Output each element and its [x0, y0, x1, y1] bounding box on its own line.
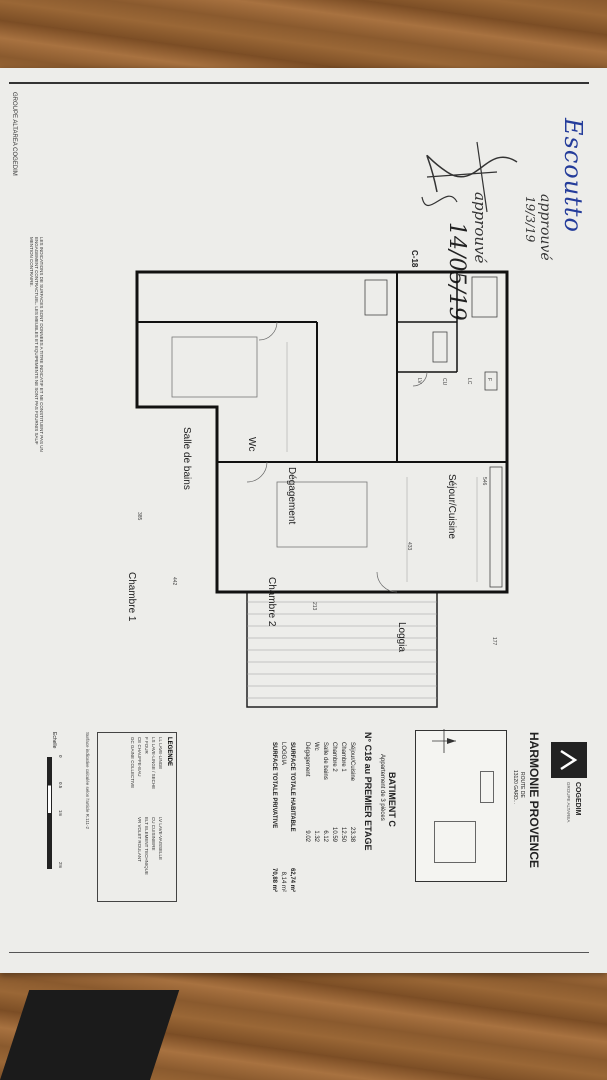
- bed-chambre1: [171, 336, 258, 398]
- legend-item: GC GAINE COLLECTIVE: [130, 737, 135, 789]
- scale-bar: [47, 757, 52, 869]
- shadow: [0, 990, 180, 1080]
- compass-icon: [432, 729, 456, 753]
- footer-text: GROUPE ALTAREA COGEDIM: [11, 92, 17, 176]
- signature-scribble: [421, 141, 518, 213]
- room-label-wc: Wc: [246, 437, 257, 452]
- legend-item: CU CUISINIERE: [151, 817, 156, 851]
- room-label-loggia: Loggia: [396, 622, 407, 653]
- scale-label: Echelle: [51, 732, 57, 749]
- room-label-chambre2: Chambre 2: [266, 577, 277, 627]
- scale-tick-2: 1m: [58, 810, 63, 817]
- room-label-sejour: Séjour/Cuisine: [446, 474, 457, 540]
- legend-item: LL LAVE-LINGE: [158, 737, 163, 770]
- legend-item: CE CHAUFFE-EAU: [137, 737, 142, 777]
- legend-item: ELT ELEMENT TECHNIQUE: [144, 817, 149, 875]
- room-label-chambre1: Chambre 1: [126, 572, 137, 622]
- legend-item: VR VOLET ROULANT: [137, 817, 142, 862]
- floor-plan-document: Escoutto approuvé 19/3/19 approuvé 14/05…: [7, 82, 597, 962]
- left-frame-line: [9, 82, 589, 84]
- legend-item: F FOUR: [144, 737, 149, 754]
- right-frame-line: [9, 952, 589, 953]
- logo-sub: GROUPE ALTAREA: [566, 782, 571, 823]
- appliance-cu: CU: [441, 378, 447, 386]
- apartment-type: Appartement de 3 pièces: [379, 754, 385, 821]
- bed-chambre2: [276, 481, 368, 548]
- room-label-salle-de-bains: Salle de bains: [181, 427, 192, 490]
- dim-3: 213: [311, 602, 317, 611]
- logo-chevron-icon: [560, 749, 578, 771]
- signature-escoutto: Escoutto: [559, 118, 587, 233]
- notes-block: LES INDICATIONS DE SURFACES SONT DONNEES…: [29, 237, 44, 452]
- legend-box: LEGENDE LL LAVE-LINGE LV LAVE-VAISSELLE …: [97, 732, 177, 902]
- logo-text: COGEDIM: [574, 782, 581, 816]
- scale-tick-3: 2m: [58, 862, 63, 869]
- building-name: BATIMENT C: [387, 772, 397, 827]
- dim-6: 177: [491, 637, 497, 646]
- legend-item: LV LAVE-VAISSELLE: [158, 817, 163, 861]
- project-name: HARMONIE PROVENCE: [527, 732, 541, 869]
- dim-1: 546: [481, 477, 487, 486]
- cogedim-logo: [551, 742, 587, 778]
- appliance-f: F: [486, 378, 492, 382]
- legend-item: LS LAVE-LINGE / SECHE: [151, 737, 156, 790]
- room-label-degagement: Dégagement: [286, 467, 297, 525]
- floor-plan-svg: [135, 270, 509, 708]
- appliance-lv: LV: [416, 378, 422, 384]
- scale-tick-1: 0.5: [58, 782, 63, 789]
- project-address-2: 13120 GARD...: [512, 770, 518, 804]
- dim-5: 442: [171, 577, 177, 586]
- scale-tick-0: 0: [58, 755, 63, 758]
- lot-line: N° C18 au PREMIER ETAGE: [363, 732, 373, 851]
- outer-walls: [135, 270, 509, 594]
- dim-2: 433: [406, 542, 412, 551]
- dim-4: 385: [136, 512, 142, 521]
- location-mini-plan: [415, 730, 507, 882]
- legend-title: LEGENDE: [166, 737, 172, 767]
- appliance-lc: LC: [466, 378, 472, 385]
- project-address-1: ROUTE DE: [519, 772, 525, 798]
- footnote: Surface indicative calculée selon l'arti…: [85, 732, 90, 829]
- plan-lot-marker: C-18: [410, 250, 419, 268]
